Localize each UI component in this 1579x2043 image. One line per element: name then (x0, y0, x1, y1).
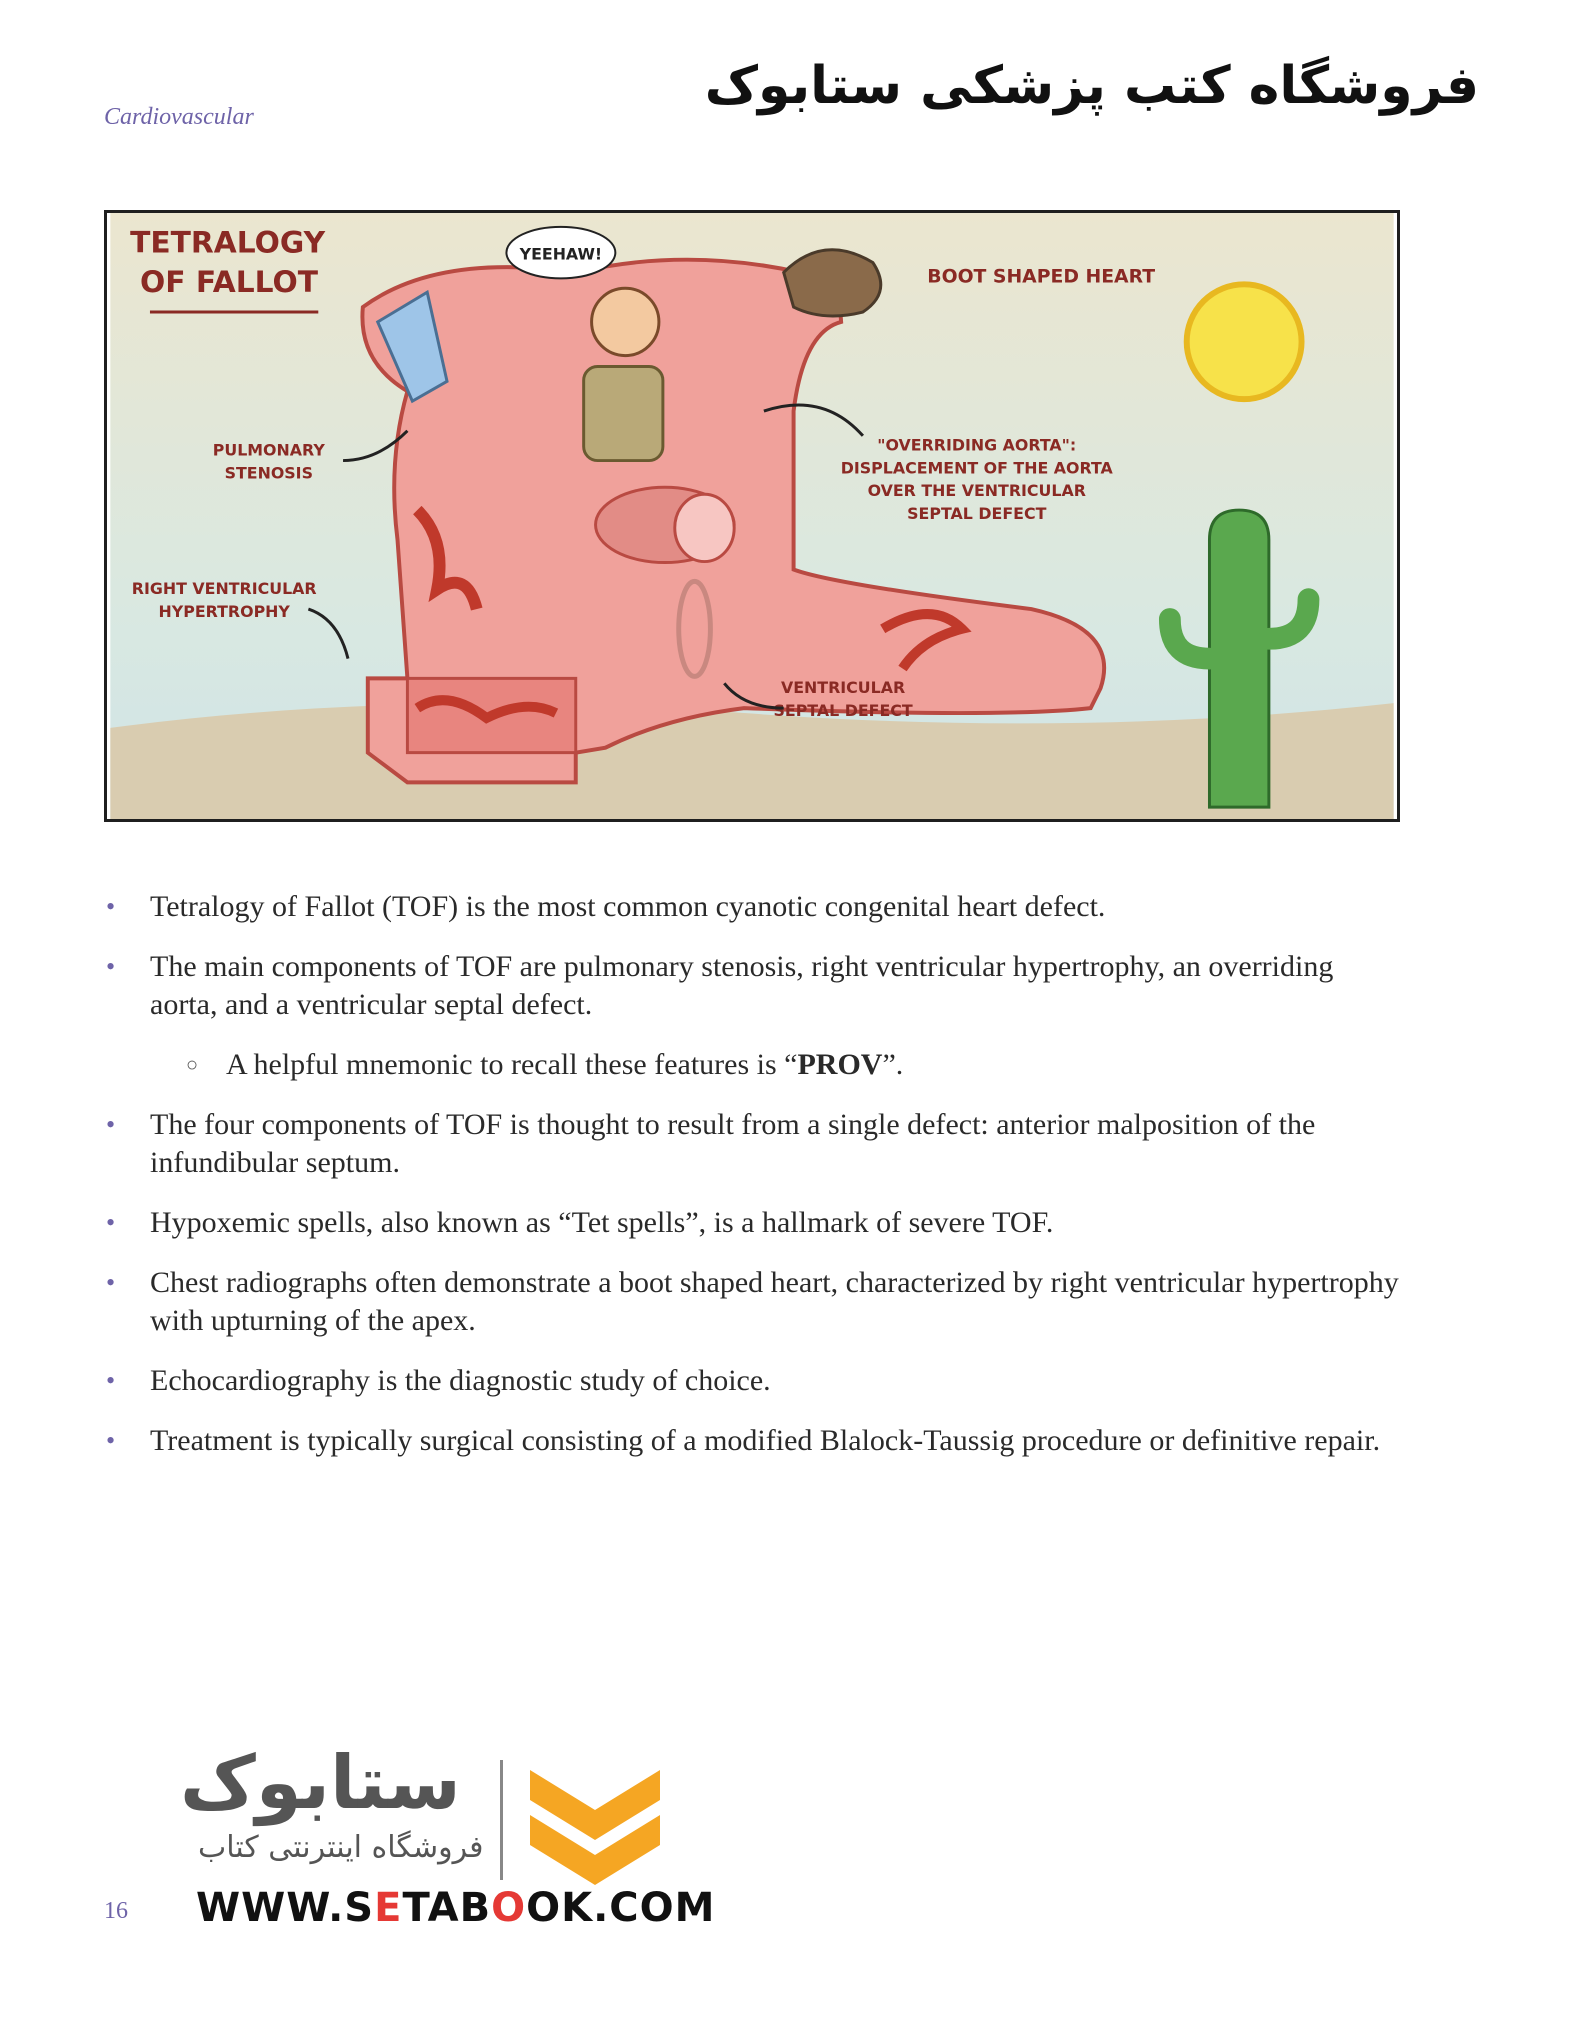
bullet-3: •The four components of TOF is thought t… (106, 1108, 1316, 1179)
pulmonary-label-1: PULMONARY (213, 441, 326, 460)
bullet-dot: • (106, 1426, 116, 1455)
speech-bubble (505, 225, 617, 280)
setabook-logo: ستابوک فروشگاه اینترنتی کتاب (170, 1740, 690, 1940)
rvh-arrow (307, 607, 350, 659)
cowboy-head (590, 286, 661, 358)
toe-vessel (880, 609, 972, 672)
bullet-dot: • (106, 1208, 116, 1237)
aorta-label-3: OVER THE VENTRICULAR (868, 481, 1086, 500)
aorta-label-2: DISPLACEMENT OF THE AORTA (841, 458, 1114, 477)
vsd-label-2: SEPTAL DEFECT (773, 701, 912, 720)
cowboy-body (582, 364, 665, 463)
bullet-dot: • (106, 1110, 116, 1139)
logo-chevron-icon (530, 1770, 660, 1885)
logo-wordmark: ستابوک (180, 1740, 461, 1826)
tetralogy-illustration: YEEHAW! TETRALOGY OF FALLOT BOOT SHAPED … (104, 210, 1400, 822)
key-points-list: •Tetralogy of Fallot (TOF) is the most c… (106, 888, 1406, 1482)
vsd-ring (676, 578, 713, 679)
speech-text: YEEHAW! (519, 245, 603, 264)
aorta-label-4: SEPTAL DEFECT (907, 504, 1046, 523)
sub-bullet-mnemonic: ○A helpful mnemonic to recall these feat… (106, 1046, 1406, 1084)
bullet-7: •Treatment is typically surgical consist… (106, 1422, 1406, 1460)
bullet-dot: • (106, 952, 116, 981)
figure-title-1: TETRALOGY (130, 226, 325, 261)
rvh-label-2: HYPERTROPHY (159, 602, 291, 621)
bullet-2: •The main components of TOF are pulmonar… (106, 950, 1334, 1021)
desert-ground (110, 703, 1394, 819)
aorta-opening (673, 492, 736, 564)
bullet-6: •Echocardiography is the diagnostic stud… (106, 1362, 1406, 1400)
website-url[interactable]: WWW.SETABOOK.COM (196, 1885, 716, 1931)
aorta-label-1: "OVERRIDING AORTA": (877, 436, 1076, 455)
figure-title-2: OF FALLOT (140, 265, 319, 300)
bullet-dot: • (106, 1268, 116, 1297)
store-watermark: فروشگاه کتب پزشکی ستابوک (704, 56, 1479, 116)
logo-subtitle: فروشگاه اینترنتی کتاب (198, 1830, 484, 1865)
vsd-label-1: VENTRICULAR (781, 678, 905, 697)
pulmonary-arm (375, 289, 449, 404)
cactus (1207, 508, 1271, 809)
bullet-dot: • (106, 892, 116, 921)
rvh-label-1: RIGHT VENTRICULAR (132, 579, 317, 598)
smiling-sun (1183, 281, 1305, 403)
bullet-dot: • (106, 1366, 116, 1395)
page-number: 16 (104, 1898, 128, 1924)
logo-divider (500, 1760, 503, 1880)
pulmonary-label-2: STENOSIS (225, 463, 313, 482)
bullet-5: •Chest radiographs often demonstrate a b… (106, 1266, 1399, 1337)
sub-bullet-dot: ○ (186, 1054, 199, 1076)
mnemonic-prov: PROV (797, 1048, 883, 1081)
heel-vessel (414, 695, 559, 724)
boot-shaped-label: BOOT SHAPED HEART (927, 266, 1155, 287)
bullet-1: •Tetralogy of Fallot (TOF) is the most c… (106, 888, 1406, 926)
rv-vessel (412, 505, 483, 611)
cowboy-hat (782, 248, 883, 318)
section-label: Cardiovascular (104, 104, 254, 130)
aorta-arrow (763, 403, 865, 437)
pulmonary-arrow (343, 429, 409, 463)
bullet-4: •Hypoxemic spells, also known as “Tet sp… (106, 1204, 1406, 1242)
vsd-arrow (723, 682, 784, 710)
